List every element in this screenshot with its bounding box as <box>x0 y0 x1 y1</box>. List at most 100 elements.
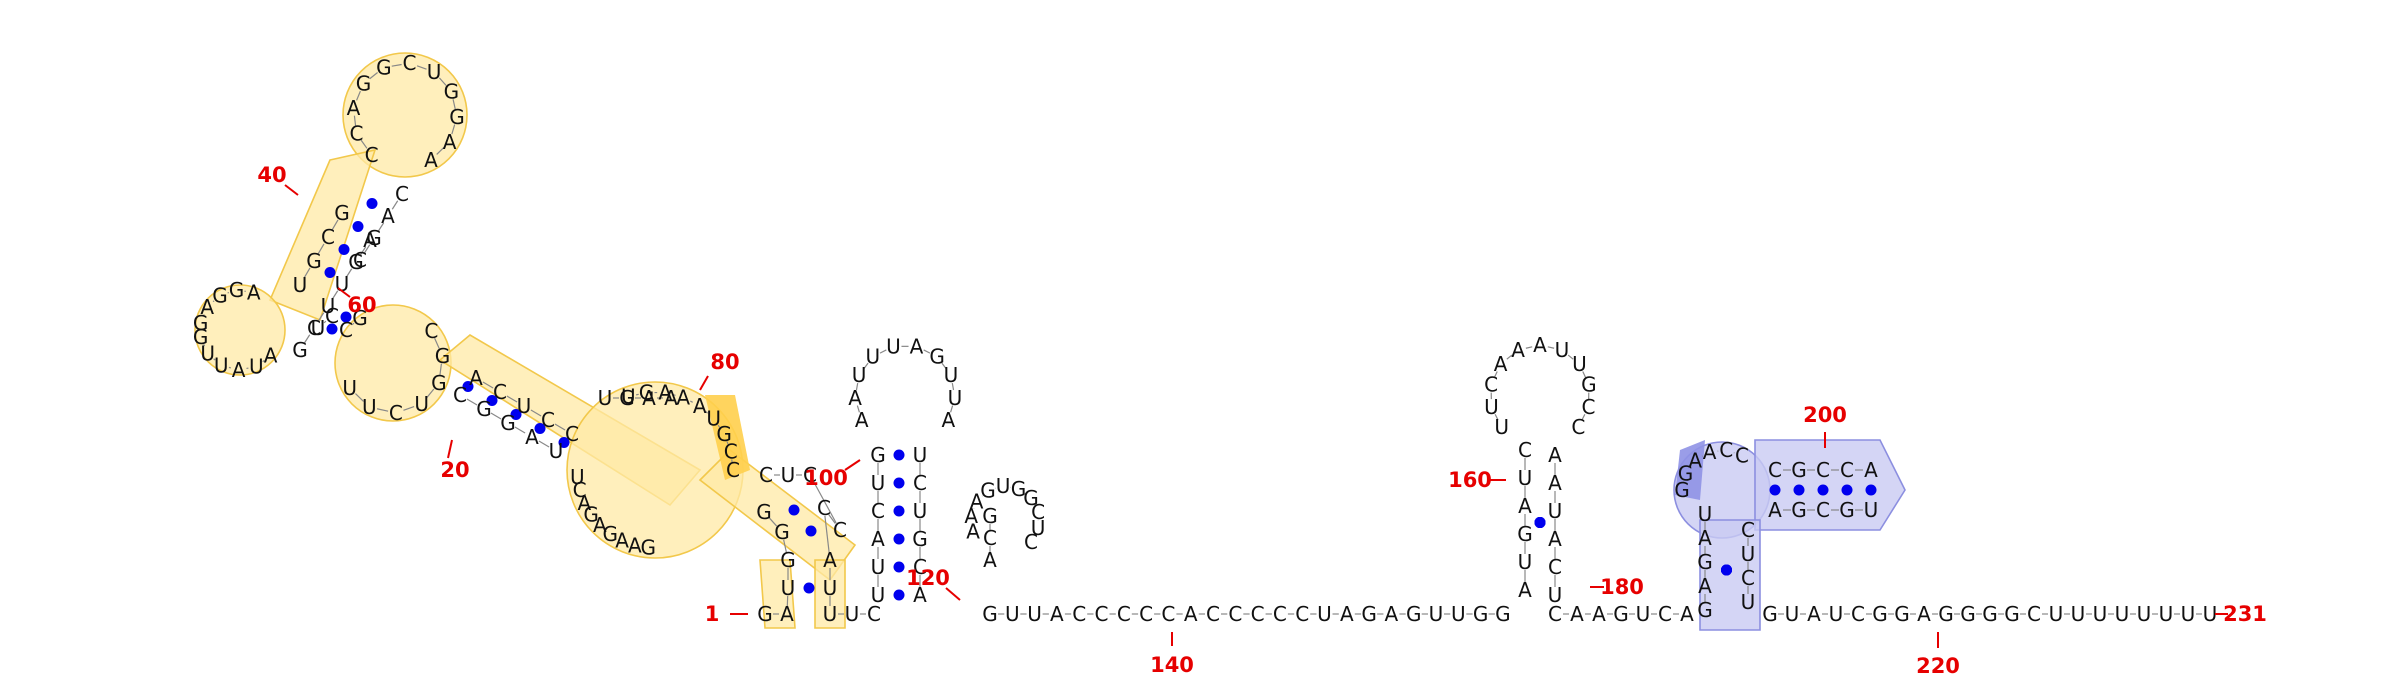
nucleotide: A <box>676 385 690 409</box>
position-label-tick <box>284 184 299 196</box>
nucleotide: U <box>598 386 613 410</box>
backbone-segment <box>1506 354 1513 360</box>
nucleotide: U <box>517 394 532 418</box>
nucleotide: G <box>1894 602 1910 626</box>
nucleotide: G <box>1581 373 1597 397</box>
backbone-segment <box>490 412 502 420</box>
highlight-regions <box>194 52 1906 631</box>
nucleotide: G <box>1674 478 1690 502</box>
nucleotide: A <box>1680 602 1694 626</box>
nucleotide: C <box>1719 438 1733 462</box>
base-pair-dot <box>893 477 905 489</box>
position-label: 100 <box>804 466 848 490</box>
nucleotide: U <box>845 602 860 626</box>
nucleotide: G <box>1406 602 1422 626</box>
nucleotide: U <box>249 355 264 379</box>
backbone-segment <box>941 362 947 370</box>
position-label-tick <box>945 587 961 601</box>
nucleotide: C <box>424 319 438 343</box>
highlight-blue-stem-vertical <box>1699 519 1761 631</box>
base-pair-dot <box>893 533 905 545</box>
nucleotide: C <box>1024 530 1038 554</box>
base-pair-dot <box>486 395 498 406</box>
backbone-segment <box>452 99 456 110</box>
nucleotide: A <box>1518 578 1532 602</box>
nucleotide: U <box>1785 602 1800 626</box>
nucleotide: C <box>1816 498 1830 522</box>
backbone-segment <box>356 90 361 101</box>
nucleotide: G <box>193 311 209 335</box>
backbone-segment <box>690 400 693 403</box>
nucleotide: G <box>348 250 364 274</box>
nucleotide: U <box>2181 602 2196 626</box>
highlight-yellow-loop-left <box>194 284 286 376</box>
base-pair-dot <box>893 561 905 573</box>
position-label: 231 <box>2223 602 2267 626</box>
nucleotide: U <box>1572 352 1587 376</box>
nucleotide: G <box>449 105 465 129</box>
backbone-segment <box>438 77 447 86</box>
nucleotide: G <box>212 283 228 307</box>
backbone-segment <box>416 65 427 70</box>
backbone-segment <box>514 426 526 434</box>
nucleotide: A <box>664 386 678 410</box>
nucleotide: U <box>1027 602 1042 626</box>
backbone-segment <box>1525 346 1533 349</box>
nucleotide: G <box>229 278 245 302</box>
highlight-blue-strong <box>1675 440 1705 500</box>
nucleotide: G <box>756 500 772 524</box>
nucleotide: C <box>1206 602 1220 626</box>
nucleotide: G <box>1697 550 1713 574</box>
base-pair-dot <box>893 589 905 601</box>
nucleotide: U <box>781 576 796 600</box>
backbone-segment <box>451 124 456 135</box>
nucleotide: C <box>353 248 367 272</box>
nucleotide: G <box>366 226 382 250</box>
base-pair-dot <box>324 267 336 278</box>
backbone-segment <box>403 406 415 411</box>
nucleotide: U <box>1698 502 1713 526</box>
nucleotide: C <box>1571 415 1585 439</box>
nucleotide: U <box>944 363 959 387</box>
backbone-segment <box>360 139 368 149</box>
nucleotide: A <box>910 334 924 358</box>
nucleotide: U <box>335 272 350 296</box>
nucleotide: C <box>871 499 885 523</box>
backbone-segment <box>717 424 721 428</box>
nucleotide: G <box>716 422 732 446</box>
nucleotide: C <box>833 518 847 542</box>
backbone-segment <box>345 268 353 278</box>
nucleotide: C <box>365 143 379 167</box>
nucleotide: A <box>983 548 997 572</box>
backbone-segment <box>466 398 478 406</box>
backbone-segment <box>262 360 265 363</box>
nucleotide: C <box>1117 602 1131 626</box>
backbone-lines <box>203 63 2202 615</box>
nucleotide: U <box>427 60 442 84</box>
nucleotide: C <box>307 316 321 340</box>
nucleotide: A <box>577 491 591 515</box>
nucleotide: G <box>1473 602 1489 626</box>
base-pair-dot <box>558 437 570 448</box>
nucleotide: A <box>1340 602 1354 626</box>
backbone-segment <box>856 405 860 413</box>
nucleotide: A <box>443 130 457 154</box>
nucleotide: G <box>1517 522 1533 546</box>
base-pair-dot <box>462 381 474 392</box>
backbone-segment <box>228 366 232 369</box>
nucleotide: G <box>356 72 372 96</box>
nucleotide: C <box>913 471 927 495</box>
highlight-yellow-hairpin <box>342 52 468 178</box>
nucleotide: G <box>980 479 996 503</box>
backbone-segment <box>363 244 371 254</box>
nucleotide: A <box>264 344 278 368</box>
nucleotide: A <box>693 394 707 418</box>
backbone-segment <box>212 300 215 303</box>
position-label-tick <box>337 287 351 298</box>
highlight-yellow-tail-2 <box>814 559 846 629</box>
nucleotide: G <box>757 602 773 626</box>
backbone-segment <box>331 219 339 231</box>
nucleotide: A <box>628 533 642 557</box>
highlight-yellow-tail-1 <box>759 559 796 629</box>
